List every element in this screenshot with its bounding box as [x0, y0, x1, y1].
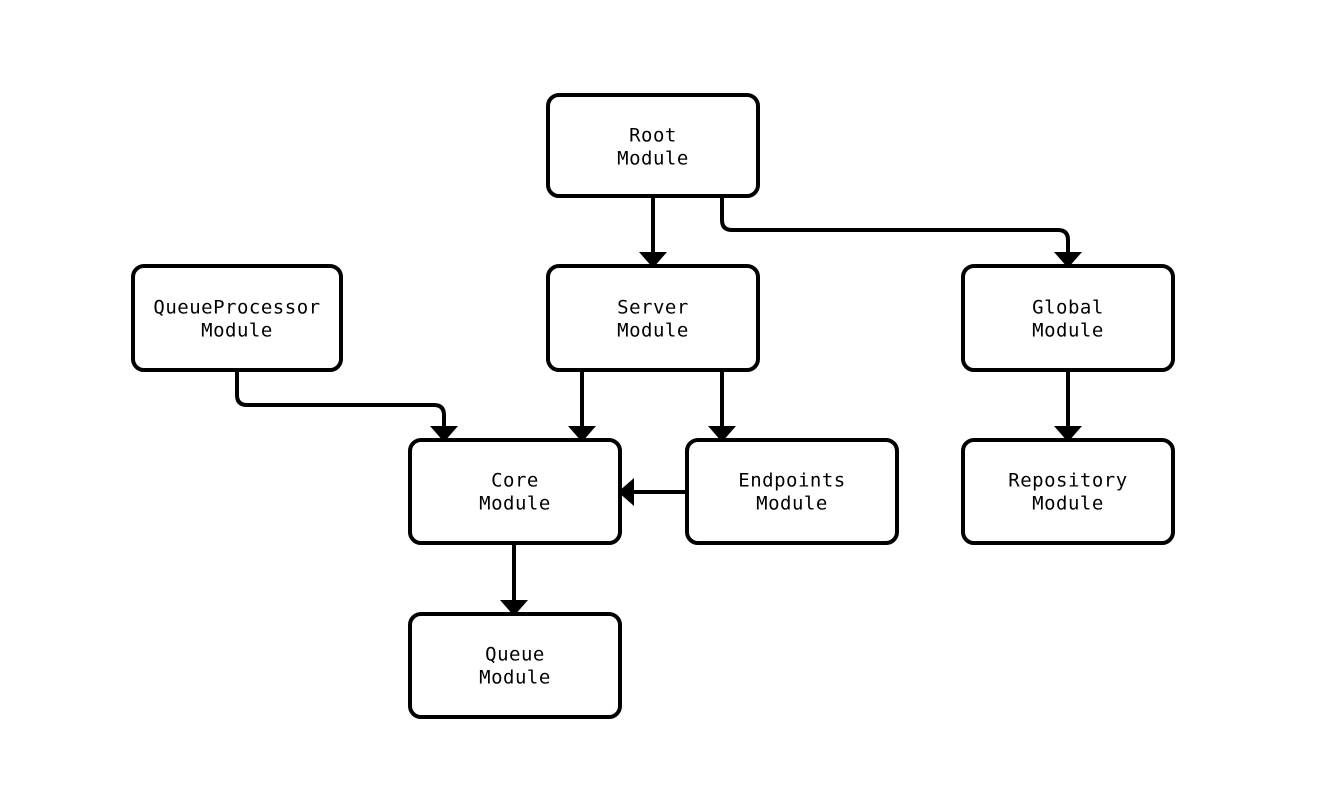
node-repository-module[interactable]: Repository Module — [961, 438, 1175, 545]
node-core-module[interactable]: Core Module — [408, 438, 622, 545]
node-label-line1: Endpoints — [738, 470, 845, 492]
node-box[interactable] — [408, 438, 622, 545]
node-endpoints-module[interactable]: Endpoints Module — [685, 438, 899, 545]
node-box[interactable] — [685, 438, 899, 545]
arrow-head-left — [618, 478, 634, 506]
edge-line — [235, 370, 446, 432]
node-label-line2: Module — [1032, 493, 1104, 515]
node-global-module[interactable]: Global Module — [961, 264, 1175, 372]
node-label-line1: Repository — [1008, 470, 1127, 492]
node-server-module[interactable]: Server Module — [546, 264, 760, 372]
arrow-head-down — [500, 600, 528, 616]
edge-core-queue — [500, 543, 528, 616]
node-label-line1: Server — [617, 297, 689, 319]
arrow-head-down — [430, 426, 458, 442]
node-label-line2: Module — [756, 493, 828, 515]
edge-queueprocessor-core — [235, 370, 458, 442]
edge-root-global — [720, 196, 1082, 268]
node-box[interactable] — [131, 264, 343, 372]
node-label-line2: Module — [479, 493, 551, 515]
arrow-head-down — [639, 252, 667, 268]
node-label-line1: Root — [629, 125, 677, 147]
arrow-head-down — [708, 426, 736, 442]
node-label-line2: Module — [1032, 320, 1104, 342]
edge-server-core — [568, 370, 596, 442]
nodes-layer: Root Module QueueProcessor Module Server… — [131, 93, 1175, 719]
node-root-module[interactable]: Root Module — [546, 93, 760, 198]
node-box[interactable] — [408, 612, 622, 719]
edge-server-endpoints — [708, 370, 736, 442]
arrow-head-down — [568, 426, 596, 442]
edge-line — [720, 196, 1070, 258]
edge-endpoints-core — [618, 478, 687, 506]
edge-global-repository — [1054, 370, 1082, 442]
node-label-line1: Core — [491, 470, 539, 492]
node-queue-module[interactable]: Queue Module — [408, 612, 622, 719]
node-box[interactable] — [546, 93, 760, 198]
node-box[interactable] — [961, 438, 1175, 545]
node-label-line1: Queue — [485, 644, 545, 666]
node-box[interactable] — [961, 264, 1175, 372]
node-label-line1: Global — [1032, 297, 1104, 319]
arrow-head-down — [1054, 426, 1082, 442]
node-box[interactable] — [546, 264, 760, 372]
edge-root-server — [639, 196, 667, 268]
node-label-line2: Module — [479, 667, 551, 689]
arrow-head-down — [1054, 252, 1082, 268]
node-label-line2: Module — [617, 320, 689, 342]
node-queueprocessor-module[interactable]: QueueProcessor Module — [131, 264, 343, 372]
edges-layer — [235, 196, 1082, 616]
node-label-line1: QueueProcessor — [153, 297, 320, 319]
node-label-line2: Module — [617, 148, 689, 170]
node-label-line2: Module — [201, 320, 273, 342]
